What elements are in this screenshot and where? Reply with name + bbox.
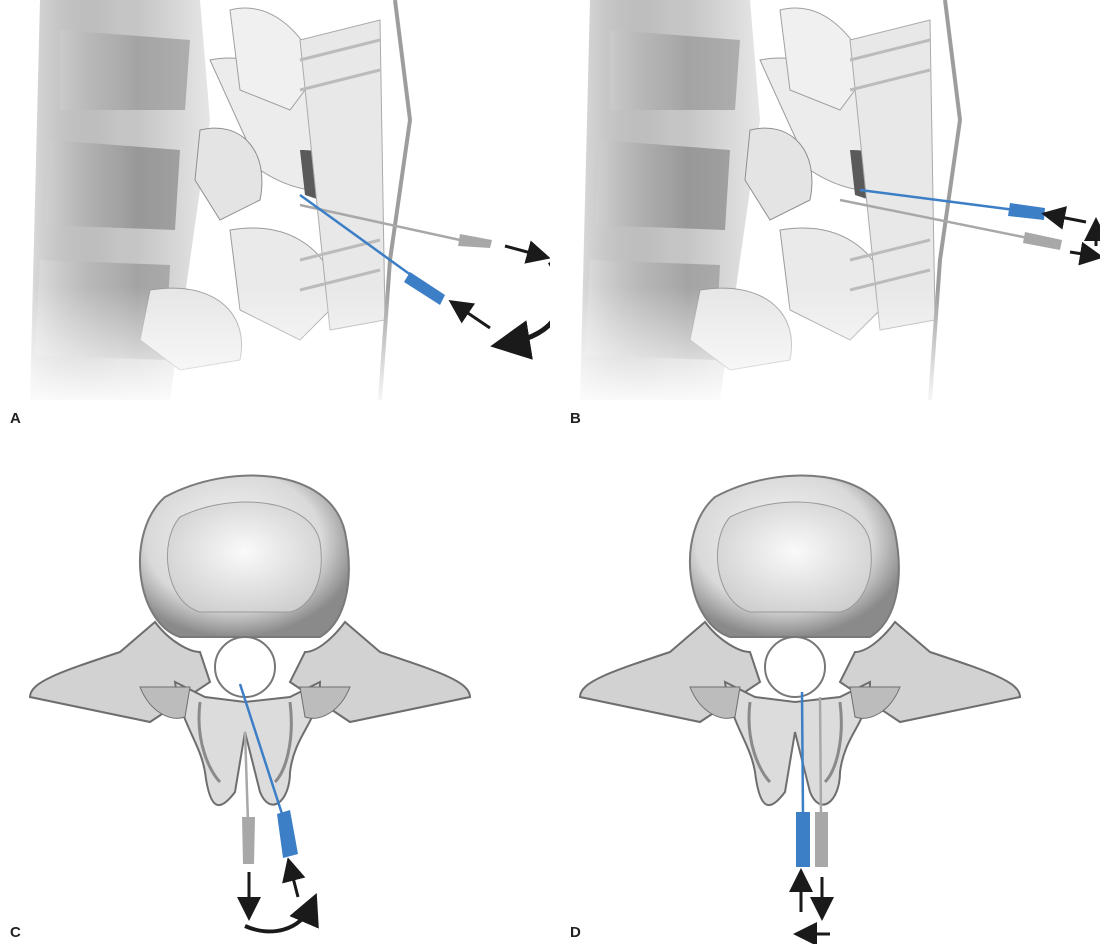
panel-d: D (550, 472, 1100, 944)
panel-label-a: A (10, 410, 21, 427)
redirect-arrows (801, 877, 830, 934)
vertebra-axial (30, 475, 470, 805)
lateral-spine-illustration (550, 0, 1100, 440)
panel-label-d: D (570, 924, 581, 941)
panel-a: A (0, 0, 550, 472)
panel-c: C (0, 472, 550, 944)
lateral-spine-illustration (0, 0, 550, 440)
axial-vertebra-illustration (0, 472, 550, 944)
vertebra-axial (580, 475, 1020, 805)
panel-b: B (550, 0, 1100, 472)
redirect-arrows (245, 866, 312, 931)
panel-label-c: C (10, 924, 21, 941)
panel-label-b: B (570, 410, 581, 427)
axial-vertebra-illustration (550, 472, 1100, 944)
